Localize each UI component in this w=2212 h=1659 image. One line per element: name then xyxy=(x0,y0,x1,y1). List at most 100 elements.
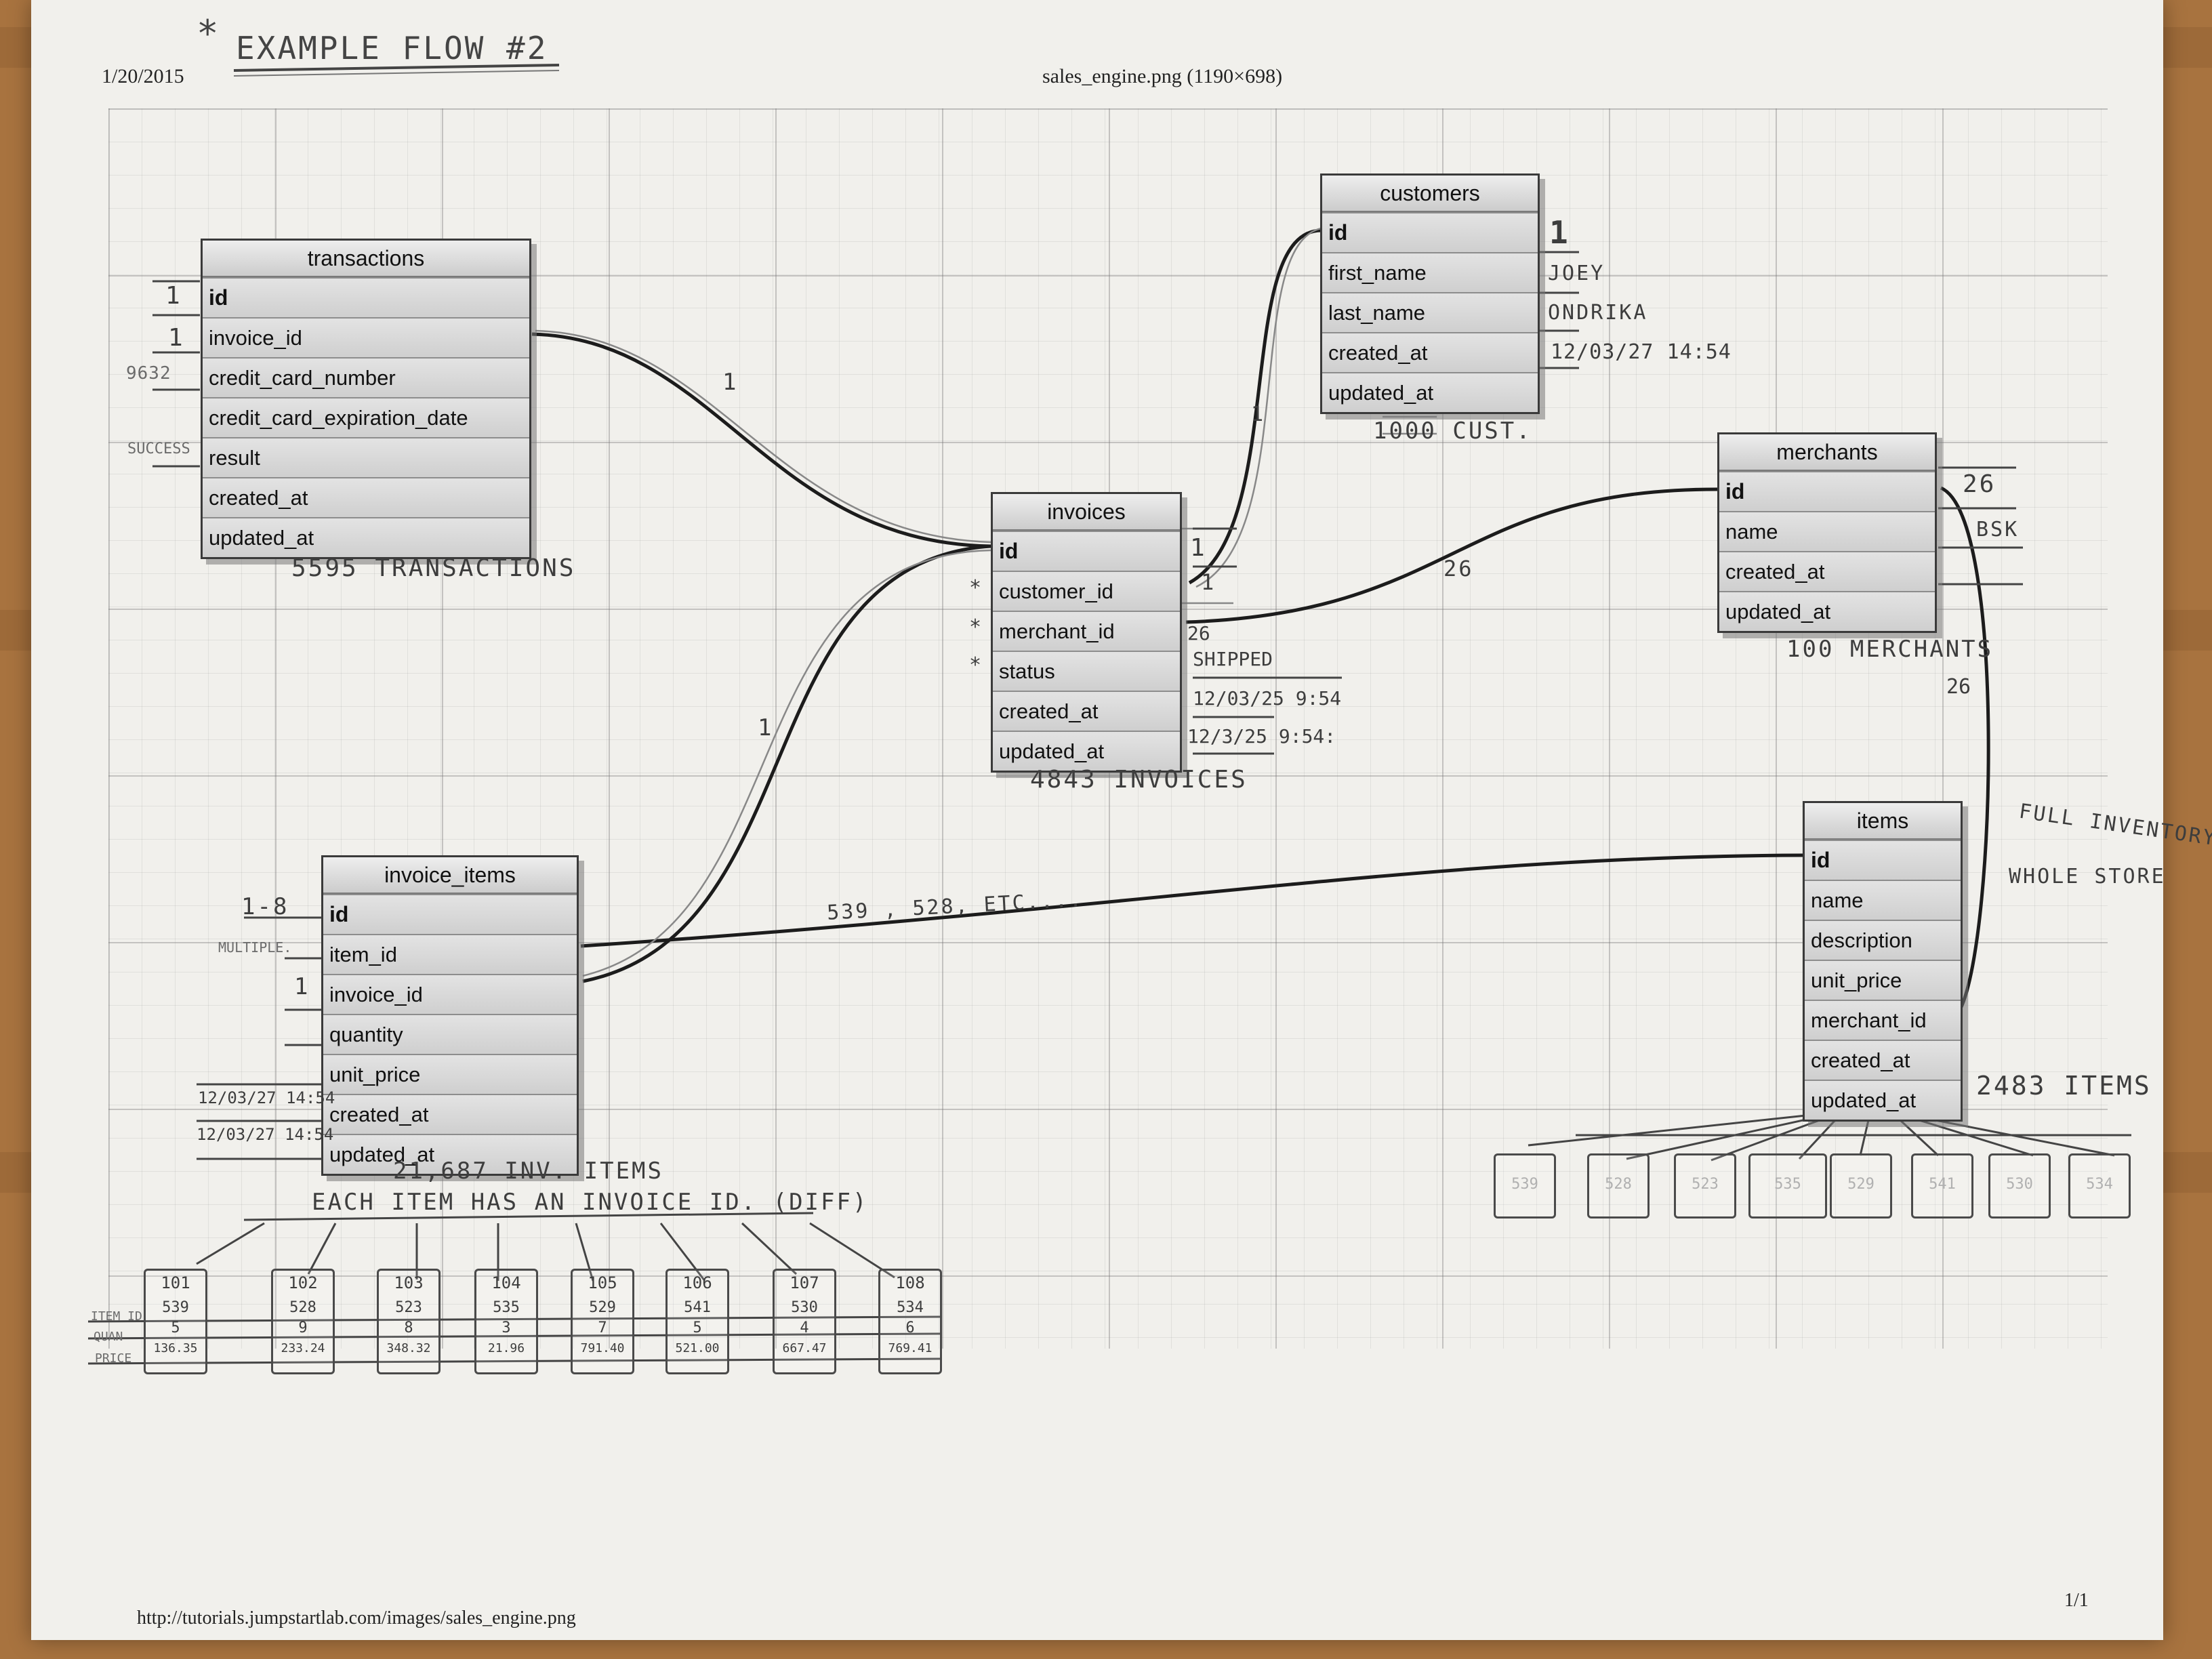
table-title: items xyxy=(1805,803,1961,840)
sample-id: 106 xyxy=(682,1273,712,1292)
sample-item: 528 xyxy=(289,1299,316,1316)
sample-item: 529 xyxy=(589,1299,616,1316)
val-merch-name: BSK xyxy=(1976,518,2020,541)
item-box-label: 541 xyxy=(1929,1176,1956,1193)
field-row: invoice_id xyxy=(323,974,577,1014)
note-each-item: EACH ITEM HAS AN INVOICE ID. (DIFF) xyxy=(312,1189,869,1216)
field-row: result xyxy=(203,437,529,477)
val-cust-last: ONDRIKA xyxy=(1548,301,1648,325)
val-trans-result: SUCCESS xyxy=(127,441,190,457)
table-transactions: transactions id invoice_id credit_card_n… xyxy=(201,239,531,559)
val-inv-status: SHIPPED xyxy=(1193,648,1273,670)
field-row: customer_id xyxy=(993,571,1180,611)
item-box: 535 xyxy=(1748,1153,1827,1218)
table-title: customers xyxy=(1322,176,1538,212)
rel-label-inv-cust: 1 xyxy=(1251,403,1266,426)
field-row: merchant_id xyxy=(1805,1000,1961,1040)
field-row: created_at xyxy=(203,477,529,517)
field-row: id xyxy=(203,277,529,317)
val-cust-id: 1 xyxy=(1549,214,1570,251)
val-cust-first: JOEY xyxy=(1548,262,1605,285)
item-box-label: 534 xyxy=(2086,1176,2113,1193)
item-box: 534 xyxy=(2068,1153,2131,1218)
val-ii-created: 12/03/27 14:54 xyxy=(198,1088,335,1107)
print-file-title: sales_engine.png (1190×698) xyxy=(1042,65,1283,87)
link-invoices-merchants xyxy=(1185,487,1722,624)
field-row: id xyxy=(1322,212,1538,252)
field-row: updated_at xyxy=(993,731,1180,771)
note-merchants-count: 100 MERCHANTS xyxy=(1786,636,1994,663)
field-row: updated_at xyxy=(1719,591,1935,631)
rel-label-items-merch: 26 xyxy=(1946,675,1971,699)
print-page-number: 1/1 xyxy=(2064,1590,2089,1611)
sample-price: 521.00 xyxy=(675,1341,720,1355)
handwritten-title: EXAMPLE FLOW #2 xyxy=(236,30,548,66)
field-row: unit_price xyxy=(1805,960,1961,1000)
table-title: transactions xyxy=(203,241,529,277)
val-trans-id: 1 xyxy=(165,282,182,310)
sample-item: 534 xyxy=(897,1299,924,1316)
field-row: item_id xyxy=(323,934,577,974)
sample-quan: 6 xyxy=(905,1319,915,1336)
print-url: http://tutorials.jumpstartlab.com/images… xyxy=(137,1607,576,1629)
val-merch-id: 26 xyxy=(1963,470,1996,498)
field-row: merchant_id xyxy=(993,611,1180,651)
sample-item: 530 xyxy=(791,1299,818,1316)
val-inv-merch: 26 xyxy=(1187,622,1210,644)
link-invoice-items-items xyxy=(580,853,1803,948)
item-box: 523 xyxy=(1674,1153,1736,1218)
sample-quan: 9 xyxy=(298,1319,308,1336)
row-label-price: PRICE xyxy=(95,1351,132,1366)
table-invoice-items: invoice_items id item_id invoice_id quan… xyxy=(321,855,579,1176)
sample-price: 769.41 xyxy=(888,1341,933,1355)
link-invoices-customers xyxy=(1188,228,1322,585)
sample-quan: 8 xyxy=(404,1319,413,1336)
val-trans-invoice: 1 xyxy=(168,324,185,352)
table-invoices: invoices id customer_id merchant_id stat… xyxy=(991,492,1182,773)
field-row: credit_card_number xyxy=(203,357,529,397)
item-box-label: 530 xyxy=(2006,1176,2033,1193)
table-title: invoice_items xyxy=(323,857,577,894)
sample-id: 101 xyxy=(161,1273,190,1292)
field-row: credit_card_expiration_date xyxy=(203,397,529,437)
sample-price: 136.35 xyxy=(153,1341,198,1355)
val-cust-created: 12/03/27 14:54 xyxy=(1551,340,1732,364)
field-row: created_at xyxy=(993,691,1180,731)
sample-price: 667.47 xyxy=(782,1341,827,1355)
sample-id: 105 xyxy=(588,1273,617,1292)
val-ii-item: MULTIPLE. xyxy=(218,939,292,956)
sample-item: 539 xyxy=(162,1299,189,1316)
sample-quan: 4 xyxy=(800,1319,809,1336)
note-invoice-items-count: 21,687 INV. ITEMS xyxy=(393,1158,663,1185)
field-row: created_at xyxy=(1719,551,1935,591)
val-ii-updated: 12/03/27 14:54 xyxy=(197,1125,334,1144)
fk-mark: * xyxy=(969,576,984,600)
field-row: id xyxy=(323,894,577,934)
field-row: id xyxy=(1719,471,1935,511)
sample-quan: 3 xyxy=(501,1319,511,1336)
field-row: unit_price xyxy=(323,1054,577,1094)
item-box-label: 535 xyxy=(1774,1176,1801,1193)
item-box-label: 539 xyxy=(1511,1176,1538,1193)
table-items: items id name description unit_price mer… xyxy=(1803,801,1963,1122)
invoice-item-sample: 105 529 7 791.40 xyxy=(571,1269,634,1374)
field-row: invoice_id xyxy=(203,317,529,357)
item-box: 529 xyxy=(1830,1153,1892,1218)
note-whole-store: WHOLE STORE xyxy=(2009,865,2166,888)
field-row: updated_at xyxy=(1322,372,1538,412)
note-transactions-count: 5595 TRANSACTIONS xyxy=(291,554,576,582)
print-date: 1/20/2015 xyxy=(102,65,184,87)
table-title: merchants xyxy=(1719,434,1935,471)
item-box: 539 xyxy=(1494,1153,1556,1218)
field-row: created_at xyxy=(323,1094,577,1134)
sample-price: 21.96 xyxy=(487,1341,525,1355)
val-ii-id: 1-8 xyxy=(241,893,289,920)
field-row: id xyxy=(1805,840,1961,880)
field-row: last_name xyxy=(1322,292,1538,332)
sample-price: 791.40 xyxy=(580,1341,625,1355)
sample-quan: 7 xyxy=(598,1319,607,1336)
val-ii-invoice: 1 xyxy=(294,973,310,1000)
field-row: updated_at xyxy=(323,1134,577,1174)
